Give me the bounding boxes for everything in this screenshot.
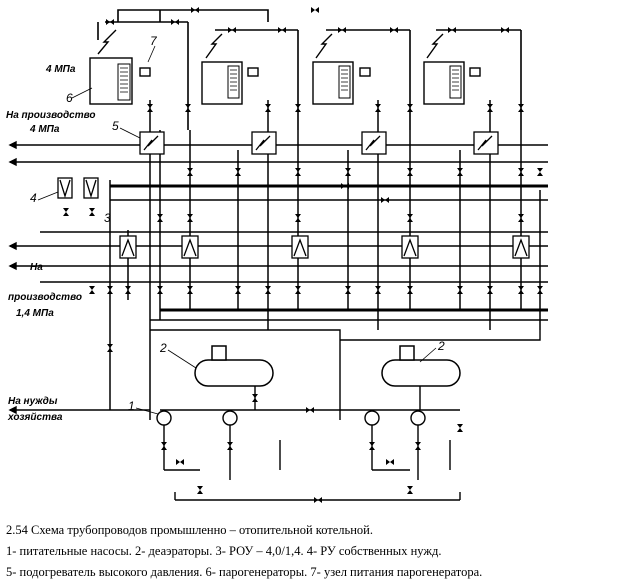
label-pressure-low: 1,4 МПа bbox=[16, 308, 54, 319]
steam-generator-unit-2 bbox=[201, 33, 259, 105]
label-to-production-2b: производство bbox=[8, 292, 82, 303]
label-to-own-needs-b: хозяйства bbox=[7, 412, 63, 423]
label-pressure-high-2: 4 МПа bbox=[29, 124, 60, 135]
label-pressure-high: 4 МПа bbox=[45, 64, 76, 75]
callout-5: 5 bbox=[112, 119, 119, 133]
label-to-production-2a: На bbox=[30, 262, 43, 273]
deaerators bbox=[194, 345, 461, 387]
hp-heaters bbox=[139, 131, 499, 155]
steam-generator-unit-3 bbox=[312, 33, 371, 105]
caption-legend-1: 1- питательные насосы. 2- деаэраторы. 3-… bbox=[6, 544, 442, 558]
label-to-own-needs-a: На нужды bbox=[8, 396, 58, 407]
callout-7: 7 bbox=[150, 34, 158, 48]
callout-1: 1 bbox=[128, 399, 135, 413]
label-to-production-1: На производство bbox=[6, 110, 96, 121]
steam-generator-unit-1 bbox=[89, 29, 151, 105]
callout-3: 3 bbox=[104, 211, 111, 225]
rou-stations bbox=[119, 235, 530, 259]
callout-4: 4 bbox=[30, 191, 37, 205]
callout-2-right: 2 bbox=[437, 339, 445, 353]
callout-6: 6 bbox=[66, 91, 73, 105]
feed-water-lines bbox=[150, 329, 541, 501]
caption-title: 2.54 Схема трубопроводов промышленно – о… bbox=[6, 523, 373, 537]
callout-2-left: 2 bbox=[159, 341, 167, 355]
callout-leaders bbox=[37, 45, 437, 415]
caption-legend-2: 5- подогреватель высокого давления. 6- п… bbox=[6, 565, 483, 579]
feed-pumps bbox=[156, 410, 426, 426]
steam-generator-unit-4 bbox=[423, 33, 481, 105]
figure-caption: 2.54 Схема трубопроводов промышленно – о… bbox=[6, 520, 621, 583]
reduction-units bbox=[57, 177, 99, 199]
piping-scheme: 4 МПа На производство 4 МПа На производс… bbox=[6, 7, 548, 503]
outlet-arrows bbox=[8, 140, 40, 415]
